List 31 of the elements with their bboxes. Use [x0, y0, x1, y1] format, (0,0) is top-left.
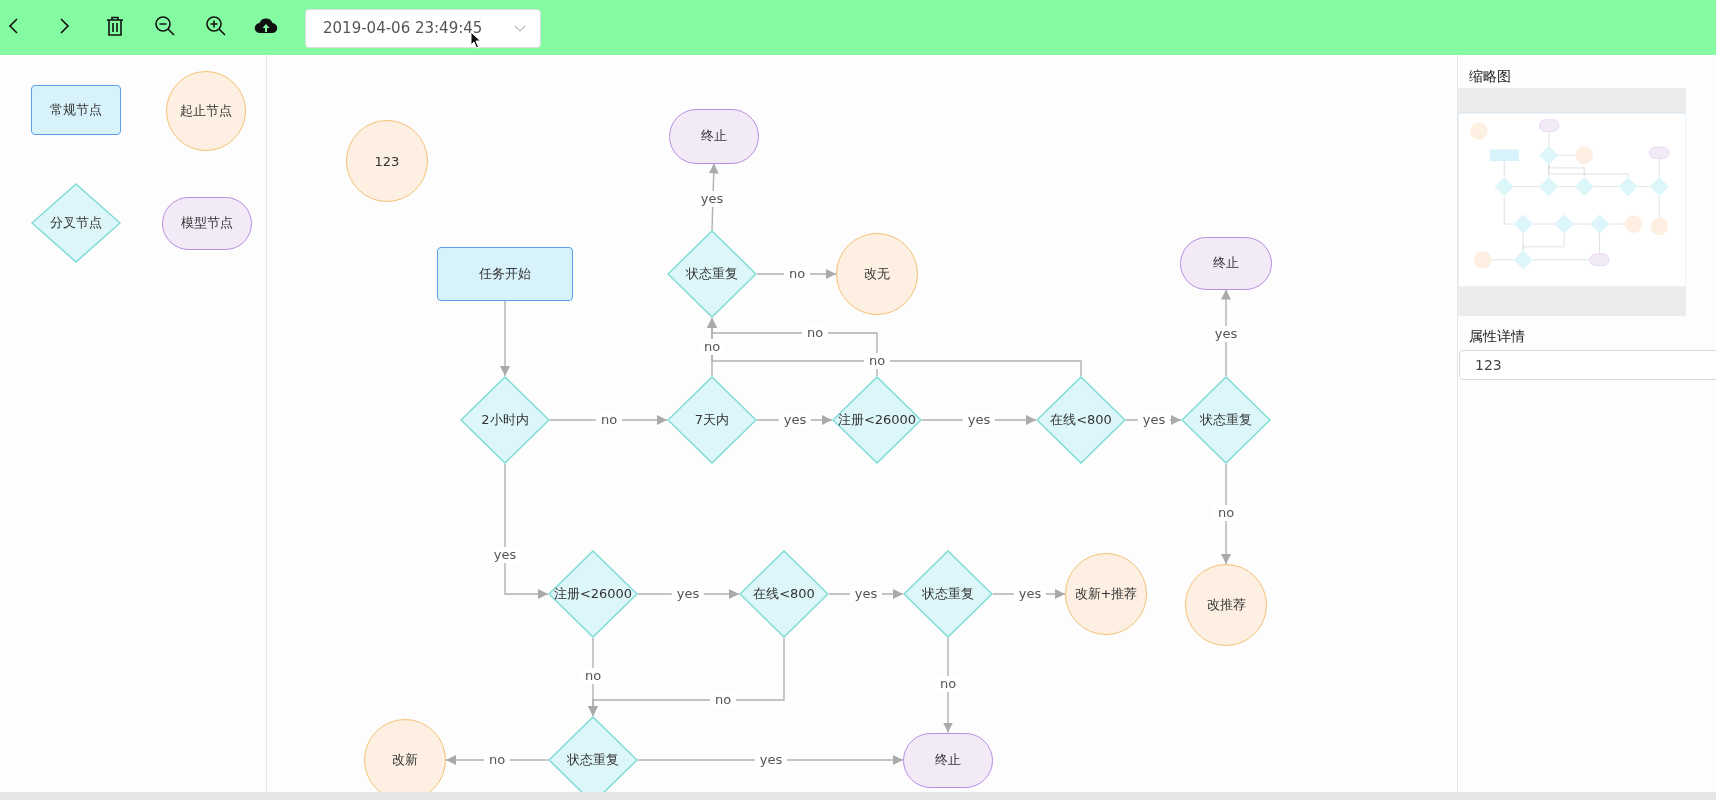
edge-label: no — [863, 353, 891, 369]
decision-diamond: 状态重复 — [1181, 376, 1271, 464]
arrow — [588, 637, 785, 717]
terminal-pill: 终止 — [669, 108, 759, 164]
terminal-pill: 终止 — [903, 732, 993, 788]
arrow — [500, 300, 510, 377]
input-field: 123 — [1459, 350, 1716, 380]
date-picker: 2019-04-06 23:49:45 — [305, 9, 541, 48]
arrow — [504, 463, 549, 599]
decision-diamond: 状态重复 — [903, 550, 993, 638]
start-end-circle: 改推荐 — [1185, 564, 1267, 646]
start-end-circle: 123 — [346, 120, 428, 202]
decision-diamond: 分叉节点 — [31, 183, 121, 263]
start-end-circle: 改无 — [836, 233, 918, 315]
decision-diamond: 注册<26000 — [548, 550, 638, 638]
terminal-pill: 终止 — [1180, 236, 1272, 290]
decision-diamond: 注册<26000 — [832, 376, 922, 464]
panel-title: 缩略图 — [1469, 68, 1511, 86]
decision-diamond: 状态重复 — [667, 230, 757, 318]
start-end-circle: 改新 — [364, 719, 446, 792]
panel-title: 属性详情 — [1469, 328, 1525, 346]
decision-diamond: 2小时内 — [460, 376, 550, 464]
start-end-circle: 改新+推荐 — [1065, 553, 1147, 635]
decision-diamond: 在线<800 — [1036, 376, 1126, 464]
arrow — [707, 317, 1082, 377]
process-box: 任务开始 — [437, 247, 573, 301]
process-box: 常规节点 — [31, 85, 121, 135]
decision-diamond: 7天内 — [667, 376, 757, 464]
decision-diamond: 状态重复 — [548, 716, 638, 792]
decision-diamond: 在线<800 — [739, 550, 829, 638]
arrow — [637, 755, 904, 765]
